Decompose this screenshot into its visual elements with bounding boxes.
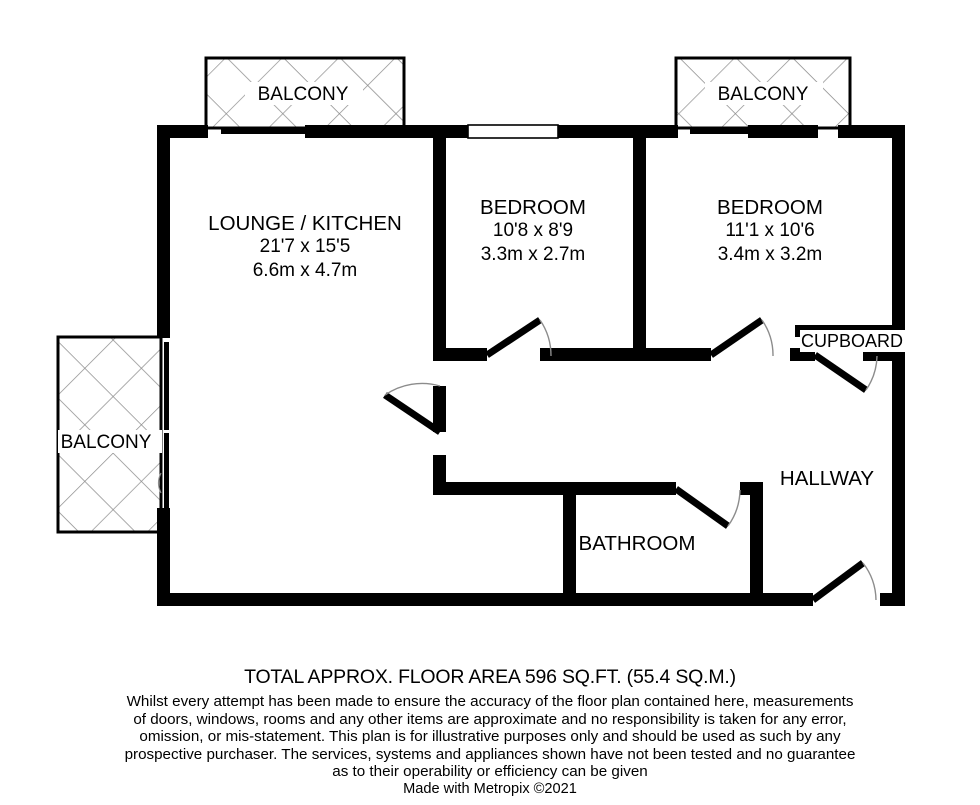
room-label-bedroom-2-name: BEDROOM — [717, 196, 823, 219]
room-label-lounge-kitchen-name: LOUNGE / KITCHEN — [208, 212, 402, 235]
balcony-sills — [221, 128, 748, 134]
door-lounge — [383, 382, 442, 435]
label-bedroom-2: BEDROOM 11'1 x 10'6 3.4m x 3.2m — [717, 196, 823, 265]
door-cupboard — [813, 352, 878, 393]
label-hallway: HALLWAY — [780, 467, 874, 490]
room-label-cupboard-name: CUPBOARD — [801, 331, 903, 351]
balcony-label-top-left: BALCONY — [258, 84, 349, 105]
door-bedroom-2 — [709, 317, 774, 358]
door-bedroom-1 — [485, 317, 552, 358]
disclaimer-line-1: Whilst every attempt has been made to en… — [126, 693, 854, 710]
balcony-label-left: BALCONY — [61, 432, 152, 453]
room-label-bedroom-1-imperial: 10'8 x 8'9 — [493, 220, 573, 241]
room-label-bedroom-1-name: BEDROOM — [480, 196, 586, 219]
room-label-lounge-kitchen-metric: 6.6m x 4.7m — [253, 260, 358, 281]
footer-block: TOTAL APPROX. FLOOR AREA 596 SQ.FT. (55.… — [0, 666, 980, 799]
total-floor-area: TOTAL APPROX. FLOOR AREA 596 SQ.FT. (55.… — [244, 666, 736, 688]
label-bedroom-1: BEDROOM 10'8 x 8'9 3.3m x 2.7m — [480, 196, 586, 265]
disclaimer-line-4: prospective purchaser. The services, sys… — [124, 745, 856, 763]
room-label-hallway-name: HALLWAY — [780, 467, 874, 490]
label-bathroom: BATHROOM — [579, 532, 696, 555]
balcony-label-top-right: BALCONY — [718, 84, 809, 105]
label-balcony-top-left: BALCONY — [245, 82, 363, 105]
room-label-bathroom-name: BATHROOM — [579, 532, 696, 555]
interior-walls — [433, 125, 905, 593]
room-label-bedroom-1-metric: 3.3m x 2.7m — [481, 244, 586, 265]
disclaimer-line-3: omission, or mis-statement. This plan is… — [139, 728, 841, 746]
room-label-lounge-kitchen-imperial: 21'7 x 15'5 — [260, 236, 351, 257]
label-balcony-left: BALCONY — [58, 430, 162, 453]
label-cupboard: CUPBOARD — [800, 330, 905, 352]
label-balcony-top-right: BALCONY — [705, 82, 823, 105]
disclaimer-line-2: of doors, windows, rooms and any other i… — [133, 710, 847, 728]
door-bathroom — [673, 486, 741, 529]
label-lounge-kitchen: LOUNGE / KITCHEN 21'7 x 15'5 6.6m x 4.7m — [208, 212, 402, 281]
metropix-credit: Made with Metropix ©2021 — [403, 780, 577, 797]
door-hallway-entrance — [810, 560, 877, 603]
room-label-bedroom-2-metric: 3.4m x 3.2m — [718, 244, 823, 265]
room-label-bedroom-2-imperial: 11'1 x 10'6 — [725, 220, 814, 241]
outer-walls — [157, 124, 905, 606]
disclaimer-line-5: as to their operability or efficiency ca… — [332, 763, 648, 781]
